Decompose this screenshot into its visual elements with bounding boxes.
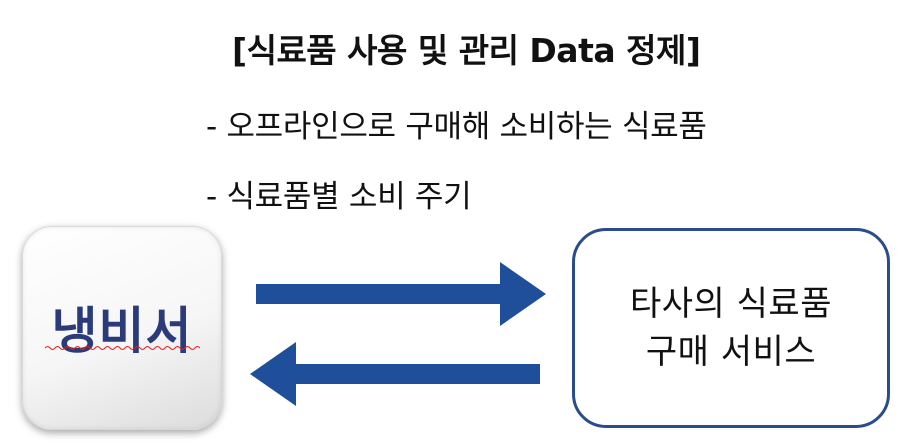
bullet-item-consumption-cycle: - 식료품별 소비 주기 (206, 179, 472, 215)
service-label-line1: 타사의 식료품 (630, 284, 832, 324)
bullet-item-offline-groceries: - 오프라인으로 구매해 소비하는 식료품 (206, 109, 707, 145)
diagram-title: [식료품 사용 및 관리 Data 정제] (232, 31, 701, 70)
external-service-box: 타사의 식료품 구매 서비스 (572, 228, 890, 428)
arrow-right-icon (256, 262, 546, 326)
app-icon: 냉비서 (22, 226, 222, 430)
service-label-line2: 구매 서비스 (645, 332, 817, 372)
spellcheck-squiggle-icon (45, 346, 200, 350)
app-name-label: 냉비서 (51, 302, 193, 360)
arrow-left-icon (250, 342, 540, 406)
